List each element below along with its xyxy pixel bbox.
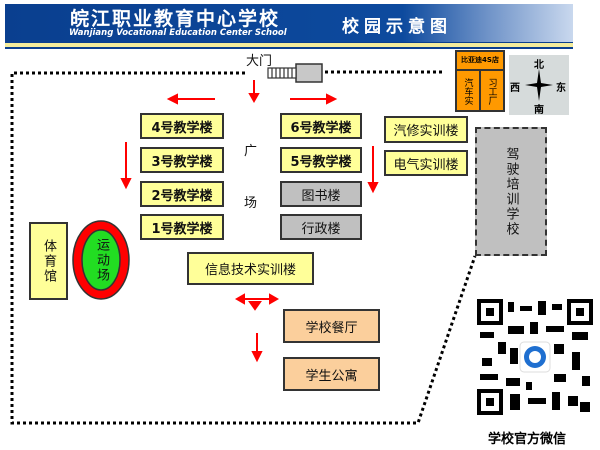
- square-label-2: 场: [244, 196, 258, 211]
- byd-4s-shop[interactable]: 比亚迪4S店 汽车实 习工厂: [455, 50, 505, 112]
- compass-south: 南: [534, 105, 544, 116]
- library[interactable]: 图书楼: [280, 181, 362, 207]
- building-4[interactable]: 4号教学楼: [140, 113, 224, 139]
- sports-field-shape: [72, 220, 130, 300]
- header-banner: [5, 4, 573, 42]
- auto-repair-training[interactable]: 汽修实训楼: [384, 116, 468, 143]
- gymnasium[interactable]: 体育馆: [29, 222, 68, 300]
- arrow-down-right: [367, 146, 379, 194]
- gate-icon: [267, 63, 323, 83]
- wechat-qr-code[interactable]: [476, 298, 594, 416]
- qr-caption: 学校官方微信: [488, 432, 567, 447]
- it-training-building[interactable]: 信息技术实训楼: [187, 252, 314, 285]
- compass-star-icon: [525, 69, 553, 101]
- arrow-down-canteen: [251, 333, 263, 363]
- arrow-left: [166, 93, 215, 105]
- shop-left: 汽车实: [457, 71, 481, 112]
- campus-boundary: [10, 70, 477, 425]
- electrical-training[interactable]: 电气实训楼: [384, 150, 468, 176]
- school-name: 皖江职业教育中心学校: [70, 8, 281, 30]
- driving-school[interactable]: 驾驶培训学校: [475, 127, 547, 256]
- qr-code-icon: [476, 298, 594, 416]
- map-title: 校园示意图: [342, 17, 452, 37]
- compass-west: 西: [510, 83, 520, 94]
- admin-building[interactable]: 行政楼: [280, 214, 362, 240]
- compass: 北 南 西 东: [509, 55, 569, 116]
- building-3[interactable]: 3号教学楼: [140, 147, 224, 173]
- gate-label: 大门: [246, 54, 273, 69]
- arrow-down-gate: [248, 80, 260, 104]
- canteen[interactable]: 学校餐厅: [283, 309, 380, 343]
- school-name-en: Wanjiang Vocational Education Center Sch…: [69, 28, 287, 38]
- compass-east: 东: [556, 83, 566, 94]
- building-2[interactable]: 2号教学楼: [140, 181, 224, 207]
- shop-right: 习工厂: [486, 78, 497, 105]
- arrow-down-left: [120, 142, 132, 190]
- dormitory[interactable]: 学生公寓: [283, 357, 380, 391]
- building-5[interactable]: 5号教学楼: [280, 147, 362, 173]
- building-1[interactable]: 1号教学楼: [140, 214, 224, 240]
- sports-field[interactable]: 运动场: [94, 238, 109, 283]
- shop-title: 比亚迪4S店: [457, 52, 503, 71]
- arrow-right: [290, 93, 338, 105]
- header-stripe: [5, 42, 573, 49]
- square-label-1: 广: [244, 144, 258, 159]
- arrow-tjunction: [234, 293, 280, 311]
- compass-north: 北: [534, 60, 544, 71]
- building-6[interactable]: 6号教学楼: [280, 113, 362, 139]
